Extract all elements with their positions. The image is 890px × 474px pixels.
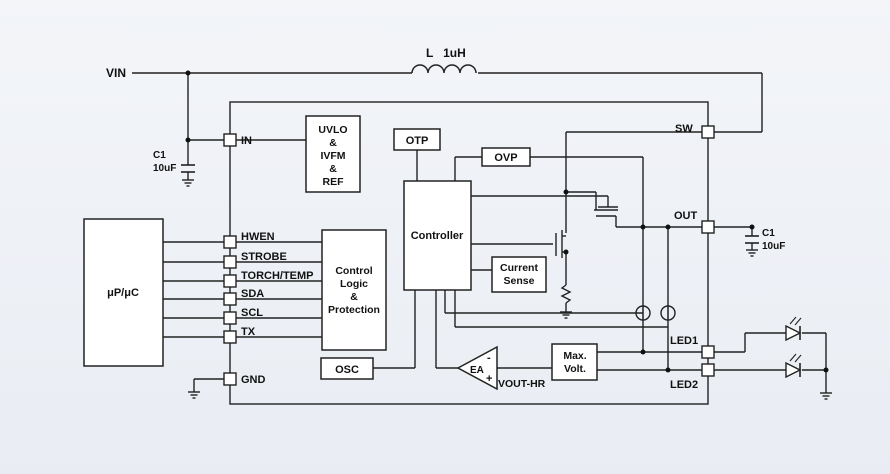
max-volt-label-2: Volt. xyxy=(564,363,586,375)
max-volt-label: Max. xyxy=(563,350,586,362)
ea-label: EA xyxy=(470,365,484,376)
osc-block xyxy=(320,357,374,380)
pin-out-label: OUT xyxy=(674,210,698,222)
otp-block xyxy=(393,128,441,151)
mcu-block xyxy=(83,218,164,367)
pin-strobe-label: STROBE xyxy=(241,251,287,263)
pin-led2-label: LED2 xyxy=(670,379,698,391)
junction-dots xyxy=(185,70,829,373)
uvlo-block xyxy=(305,115,361,193)
max-volt-block xyxy=(551,343,598,381)
led-icon xyxy=(785,353,802,379)
vin-label: VIN xyxy=(106,66,126,80)
svg-text:&: & xyxy=(329,137,337,149)
controller-label: Controller xyxy=(411,230,464,242)
current-sense-block xyxy=(491,256,547,293)
uvlo-text: UVLO & IVFM & REF xyxy=(318,124,347,188)
pin-hwen-label: HWEN xyxy=(241,231,275,243)
current-source-icon xyxy=(635,305,651,321)
pmos-transistor xyxy=(594,206,618,211)
c1-in-value: 10uF xyxy=(153,163,176,174)
current-source-icon xyxy=(660,305,676,321)
mcu-label: μP/μC xyxy=(107,287,139,299)
otp-label: OTP xyxy=(406,135,429,147)
svg-text:&: & xyxy=(350,291,358,303)
current-sense-label: Current xyxy=(500,262,538,274)
svg-text:UVLO: UVLO xyxy=(318,124,347,136)
svg-text:IVFM: IVFM xyxy=(320,150,345,162)
osc-label: OSC xyxy=(335,364,359,376)
svg-text:Logic: Logic xyxy=(340,278,368,290)
c1-out-value: 10uF xyxy=(762,241,785,252)
pin-scl-label: SCL xyxy=(241,307,263,319)
c1-in-label: C1 xyxy=(153,150,166,161)
ea-minus: - xyxy=(487,352,491,364)
capacitor-output xyxy=(745,235,759,244)
svg-text:REF: REF xyxy=(323,176,345,188)
ea-plus: + xyxy=(486,373,492,385)
ground-icon xyxy=(820,392,832,400)
svg-text:&: & xyxy=(329,163,337,175)
inductor-coil xyxy=(411,64,477,74)
control-logic-text: Control Logic & Protection xyxy=(328,265,380,316)
ground-icon xyxy=(560,311,572,319)
pin-torch-label: TORCH/TEMP xyxy=(241,270,314,282)
vout-hr-label: VOUT-HR xyxy=(498,378,546,390)
pin-markers xyxy=(223,125,715,386)
controller-block xyxy=(403,180,472,291)
inductor-label: L 1uH xyxy=(426,46,466,60)
ground-icon xyxy=(182,179,194,187)
current-sense-label-2: Sense xyxy=(504,275,535,287)
ovp-block xyxy=(481,147,531,167)
pin-tx-label: TX xyxy=(241,326,256,338)
pin-gnd-label: GND xyxy=(241,374,266,386)
pin-sw-label: SW xyxy=(675,123,693,135)
pin-led1-label: LED1 xyxy=(670,335,698,347)
ground-icon xyxy=(188,391,200,399)
svg-text:Protection: Protection xyxy=(328,304,380,316)
svg-text:Control: Control xyxy=(335,265,372,277)
pin-sda-label: SDA xyxy=(241,288,264,300)
control-logic-block xyxy=(321,229,387,351)
led-icon xyxy=(785,316,802,342)
error-amplifier xyxy=(456,345,498,391)
c1-out-label: C1 xyxy=(762,228,775,239)
ovp-label: OVP xyxy=(494,152,517,164)
wires xyxy=(132,72,827,405)
ground-icon xyxy=(746,249,758,257)
pin-in-label: IN xyxy=(241,135,252,147)
capacitor-input xyxy=(181,164,195,173)
